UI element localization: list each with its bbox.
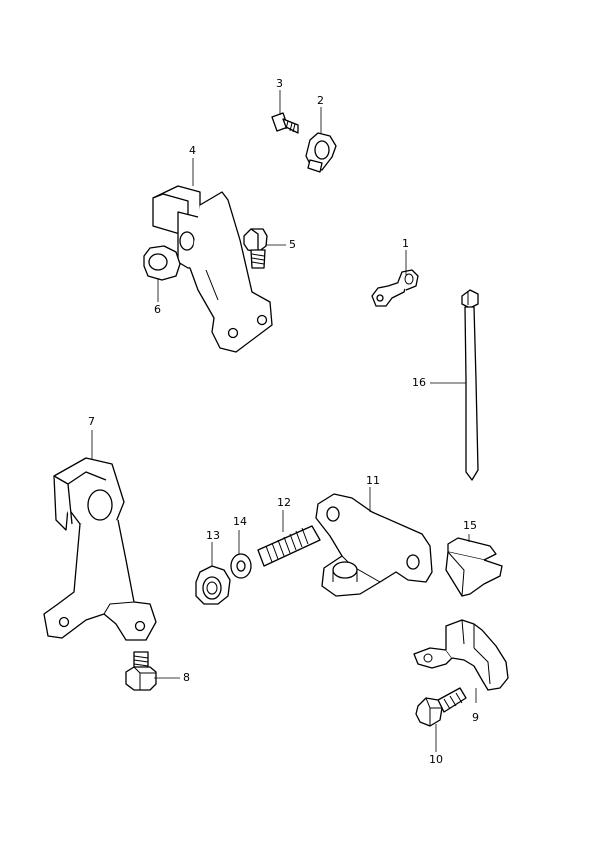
callout-11: 11 bbox=[366, 474, 380, 487]
part-10-bolt bbox=[415, 687, 467, 727]
callout-15: 15 bbox=[463, 519, 477, 532]
part-14-washer bbox=[230, 553, 252, 579]
part-11-bracket bbox=[315, 493, 433, 597]
callout-13: 13 bbox=[206, 529, 220, 542]
callout-7: 7 bbox=[88, 415, 95, 428]
callout-1: 1 bbox=[402, 237, 409, 250]
part-9-clamp bbox=[413, 619, 509, 691]
leader-lines bbox=[91, 90, 477, 752]
part-7-bracket bbox=[43, 457, 157, 641]
callout-10: 10 bbox=[429, 753, 443, 766]
part-6-grommet bbox=[143, 245, 181, 281]
callout-9: 9 bbox=[472, 711, 479, 724]
callout-3: 3 bbox=[276, 77, 283, 90]
callout-4: 4 bbox=[189, 144, 196, 157]
part-3-bolt bbox=[271, 112, 299, 134]
callout-2: 2 bbox=[317, 94, 324, 107]
part-1-terminal bbox=[371, 269, 419, 307]
part-8-bolt bbox=[125, 651, 157, 691]
part-4-bracket bbox=[152, 185, 273, 353]
part-2-clamp bbox=[305, 132, 337, 173]
callout-12: 12 bbox=[277, 496, 291, 509]
callout-6: 6 bbox=[154, 303, 161, 316]
callout-14: 14 bbox=[233, 515, 247, 528]
part-15-clip bbox=[445, 537, 503, 597]
callout-5: 5 bbox=[289, 238, 296, 251]
part-13-nut bbox=[195, 565, 231, 605]
part-12-stud bbox=[257, 525, 321, 567]
callout-16: 16 bbox=[412, 376, 426, 389]
part-5-bolt bbox=[243, 228, 268, 269]
callout-8: 8 bbox=[183, 671, 190, 684]
part-16-cable-tie bbox=[461, 289, 479, 481]
